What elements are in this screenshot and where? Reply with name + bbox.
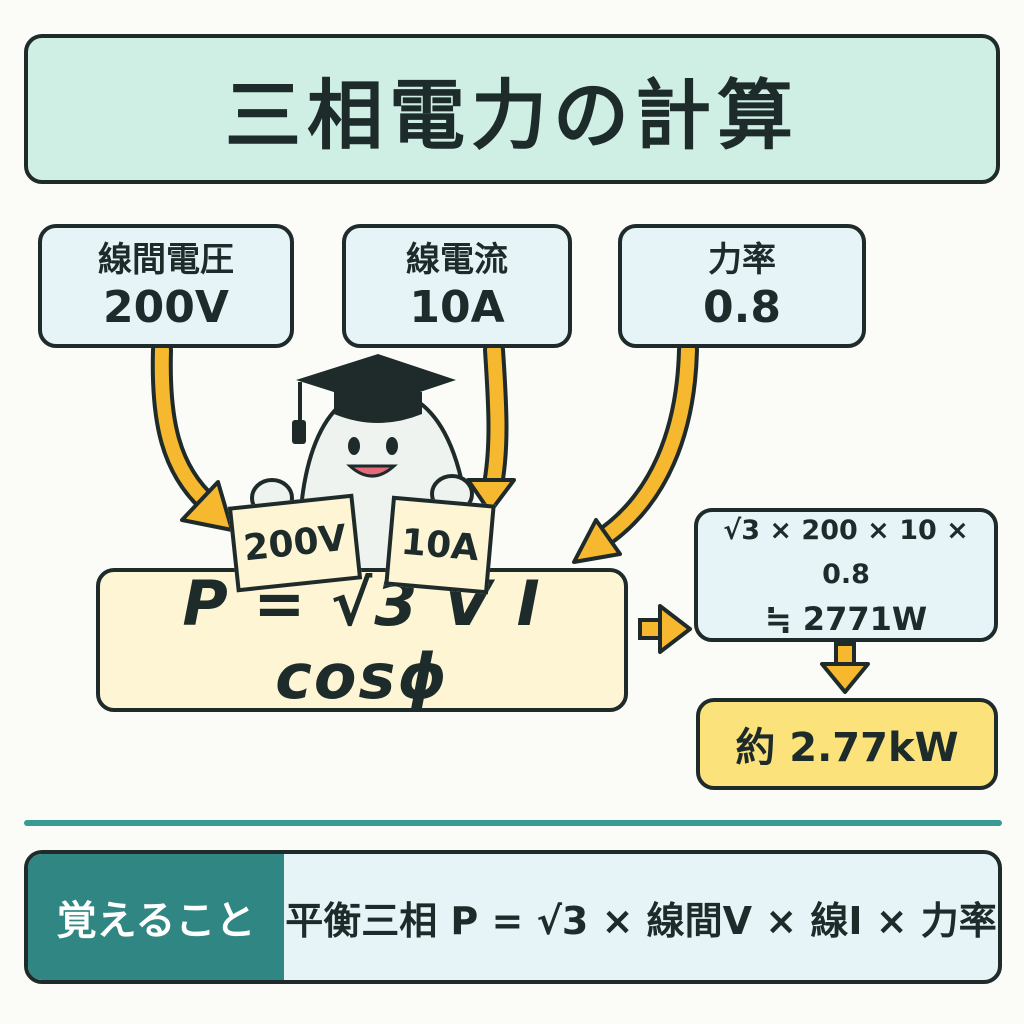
mascot-sign-voltage: 200V — [227, 493, 363, 593]
input-current-box: 線電流 10A — [342, 224, 572, 348]
section-divider — [24, 820, 1002, 826]
arrow-voltage-head — [180, 480, 234, 532]
input-power-factor-label: 力率 — [708, 240, 776, 280]
input-voltage-label: 線間電圧 — [98, 240, 234, 280]
mascot-sign-current: 10A — [384, 495, 496, 595]
calculation-expression: √3 × 200 × 10 × 0.8 — [723, 515, 969, 590]
calculation-box: √3 × 200 × 10 × 0.8 ≒ 2771W — [694, 508, 998, 642]
power-formula: P = √3 V I cosϕ — [182, 567, 542, 713]
arrow-calc-to-result-head — [820, 662, 870, 694]
arrow-formula-to-calc-head — [658, 604, 692, 654]
arrow-pf-head — [572, 518, 622, 564]
memo-box: 覚えること 平衡三相 P = √3 × 線間V × 線I × 力率 — [24, 850, 1002, 984]
calculation-result: ≒ 2771W — [764, 600, 928, 638]
page-title: 三相電力の計算 — [225, 71, 799, 160]
arrow-current-head — [466, 478, 516, 514]
input-voltage-box: 線間電圧 200V — [38, 224, 294, 348]
input-current-value: 10A — [409, 282, 505, 333]
input-current-label: 線電流 — [406, 240, 508, 280]
input-power-factor-box: 力率 0.8 — [618, 224, 866, 348]
memo-tag: 覚えること — [28, 854, 284, 980]
memo-text: 平衡三相 P = √3 × 線間V × 線I × 力率 — [285, 898, 997, 943]
input-power-factor-value: 0.8 — [703, 282, 781, 333]
final-result: 約 2.77kW — [735, 725, 959, 771]
input-voltage-value: 200V — [103, 282, 229, 333]
final-result-box: 約 2.77kW — [696, 698, 998, 790]
title-box: 三相電力の計算 — [24, 34, 1000, 184]
formula-box: P = √3 V I cosϕ — [96, 567, 628, 713]
